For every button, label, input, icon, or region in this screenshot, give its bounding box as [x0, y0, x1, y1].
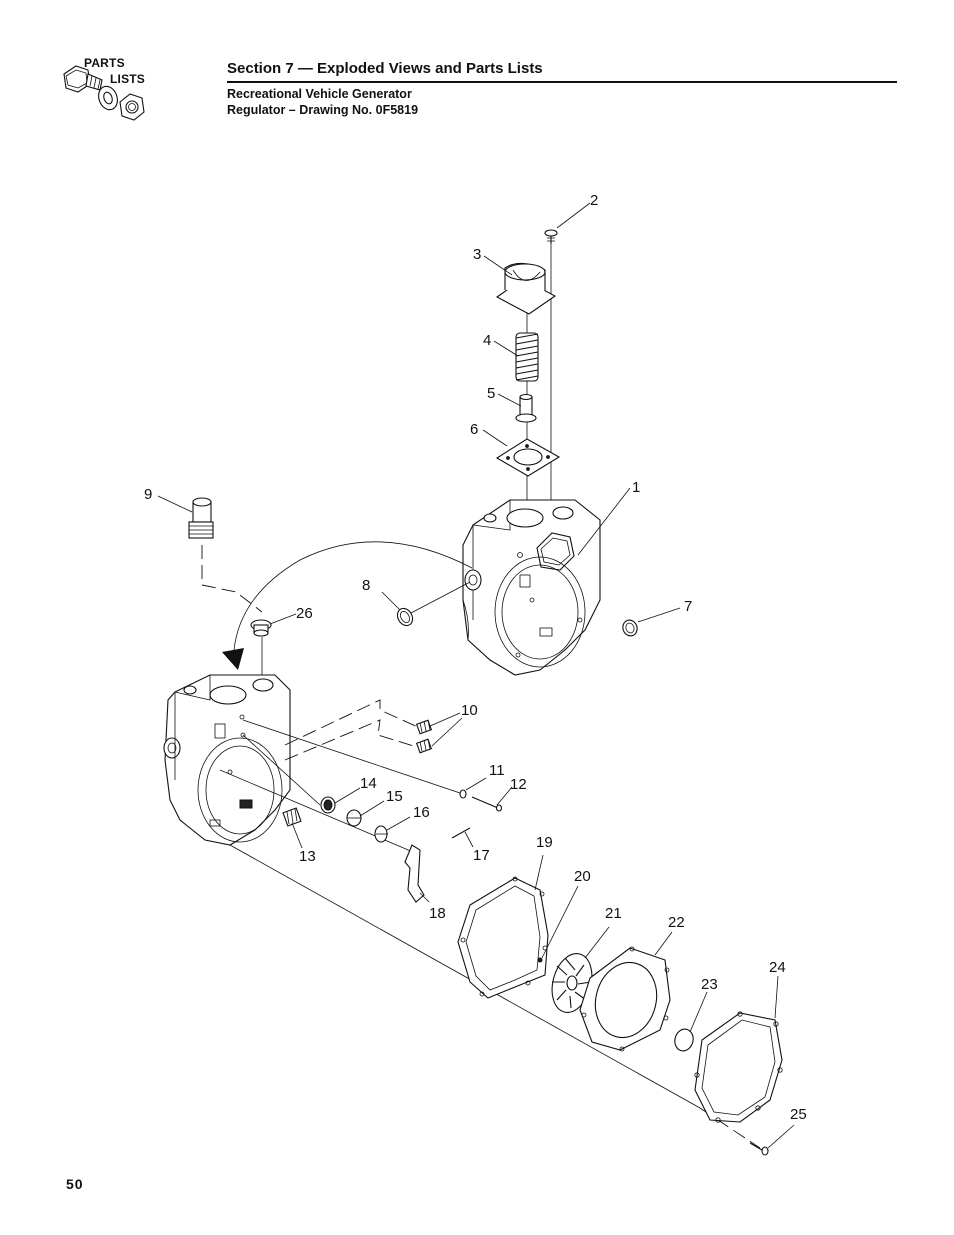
part-8-o-ring	[396, 607, 414, 627]
callout-17: 17	[473, 847, 490, 864]
part-2-screw	[544, 229, 558, 244]
callout-26: 26	[296, 605, 313, 622]
page-header: Section 7 — Exploded Views and Parts Lis…	[227, 60, 897, 118]
part-19-diaphragm	[457, 876, 549, 999]
subtitle-line-2: Regulator – Drawing No. 0F5819	[227, 103, 419, 117]
part-1-regulator-body-lower	[163, 674, 291, 846]
part-23-disc	[674, 1028, 694, 1052]
logo-word-parts: PARTS	[84, 56, 125, 70]
callout-23: 23	[701, 976, 718, 993]
subtitle-line-1: Recreational Vehicle Generator	[227, 87, 412, 101]
part-18-lever	[404, 844, 425, 903]
part-16-disc	[374, 825, 388, 843]
callout-7: 7	[684, 598, 692, 615]
callout-4: 4	[483, 332, 491, 349]
callout-22: 22	[668, 914, 685, 931]
part-3-cover	[495, 262, 557, 315]
part-26-cap	[250, 619, 272, 637]
part-13-plug	[282, 807, 302, 827]
part-6-gasket	[495, 438, 561, 477]
section-title: Section 7 — Exploded Views and Parts Lis…	[227, 60, 897, 83]
rotation-arrow-line	[233, 541, 473, 651]
callout-19: 19	[536, 834, 553, 851]
callout-20: 20	[574, 868, 591, 885]
callout-8: 8	[362, 577, 370, 594]
callout-5: 5	[487, 385, 495, 402]
part-5-pin	[515, 393, 537, 423]
part-11-o-ring	[459, 789, 467, 799]
part-12-pin	[471, 796, 503, 812]
part-1-regulator-body	[462, 499, 601, 676]
part-20-pin	[537, 957, 543, 963]
callout-13: 13	[299, 848, 316, 865]
callout-18: 18	[429, 905, 446, 922]
callout-15: 15	[386, 788, 403, 805]
page-number: 50	[66, 1176, 84, 1192]
logo-word-lists: LISTS	[110, 72, 146, 86]
part-24-cover	[694, 1011, 783, 1123]
parts-lists-logo: PARTS LISTS	[56, 52, 216, 132]
rotation-arrow-head	[222, 648, 244, 670]
part-10-set-screws	[415, 719, 433, 754]
part-15-disc	[346, 809, 362, 827]
part-17-pin	[451, 827, 471, 839]
callout-9: 9	[144, 486, 152, 503]
callout-11: 11	[489, 762, 505, 779]
callout-24: 24	[769, 959, 786, 976]
part-9-hose-fitting	[188, 497, 214, 539]
callout-21: 21	[605, 905, 622, 922]
part-4-spring	[515, 332, 539, 382]
drawing-subtitle: Recreational Vehicle Generator Regulator…	[227, 86, 897, 118]
callout-3: 3	[473, 246, 481, 263]
callout-14: 14	[360, 775, 377, 792]
part-22-diaphragm	[579, 946, 671, 1052]
part-14-ring	[320, 796, 336, 814]
axis-line-10b	[284, 719, 421, 761]
callout-2: 2	[590, 192, 598, 209]
part-7-o-ring	[622, 619, 638, 637]
callout-10: 10	[461, 702, 478, 719]
part-21-plate	[551, 953, 593, 1013]
callout-12: 12	[510, 776, 527, 793]
nut-bolt-washer-icon	[63, 65, 145, 121]
callout-6: 6	[470, 421, 478, 438]
callout-1: 1	[632, 479, 640, 496]
callout-25: 25	[790, 1106, 807, 1123]
part-25-screw	[749, 1142, 769, 1156]
axis-line-10a	[284, 699, 421, 746]
callout-16: 16	[413, 804, 430, 821]
